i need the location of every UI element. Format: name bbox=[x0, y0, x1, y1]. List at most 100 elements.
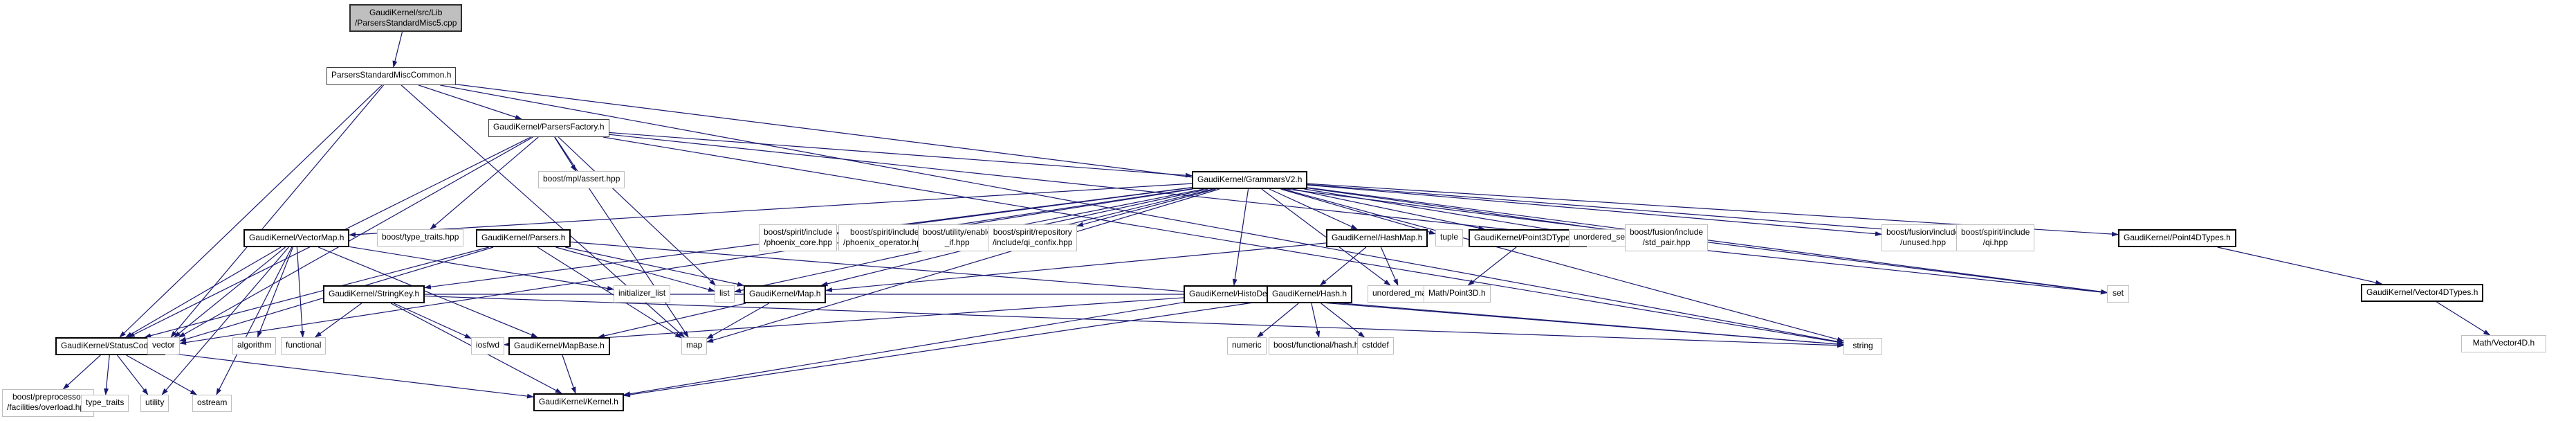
include-edge-src-to-misc_common bbox=[392, 31, 403, 68]
node-enable_if: boost/utility/enable _if.hpp bbox=[918, 224, 997, 251]
node-hashmap[interactable]: GaudiKernel/HashMap.h bbox=[1326, 229, 1428, 247]
include-edge-stringkey-to-string bbox=[424, 295, 1844, 348]
include-edge-parsers_factory-to-mpl_assert bbox=[554, 136, 577, 172]
node-unused: boost/fusion/include /unused.hpp bbox=[1882, 224, 1965, 251]
node-qi_confix: boost/spirit/repository /include/qi_conf… bbox=[988, 224, 1078, 251]
include-edge-grammars-to-map_std bbox=[706, 188, 1220, 343]
node-boost_hash: boost/functional/hash.hpp bbox=[1269, 337, 1373, 355]
include-edge-histodef-to-kernel bbox=[623, 302, 1184, 397]
node-functional: functional bbox=[281, 337, 326, 355]
node-cstddef: cstddef bbox=[1357, 337, 1394, 355]
node-histodef[interactable]: GaudiKernel/HistoDef.h bbox=[1184, 285, 1282, 303]
include-edge-point3dtypes-to-math_point3d bbox=[1467, 247, 1517, 286]
include-edge-grammars-to-qi_confix bbox=[1076, 188, 1216, 227]
include-edge-stringkey-to-functional bbox=[314, 303, 362, 338]
include-edge-grammars-to-qi_hpp bbox=[1307, 183, 1957, 237]
node-type_traits_hpp: boost/type_traits.hpp bbox=[377, 229, 464, 247]
node-vectormap[interactable]: GaudiKernel/VectorMap.h bbox=[243, 229, 350, 247]
node-kernel[interactable]: GaudiKernel/Kernel.h bbox=[533, 393, 624, 411]
include-edge-parsers_h-to-statuscode bbox=[144, 247, 489, 339]
include-edge-grammars-to-vectormap bbox=[349, 183, 1193, 238]
node-algorithm: algorithm bbox=[232, 337, 277, 355]
node-type_traits_std: type_traits bbox=[81, 395, 129, 412]
include-edge-grammars-to-unused bbox=[1307, 184, 1882, 237]
include-edge-grammars-to-vector bbox=[179, 188, 1193, 346]
include-edge-histodef-to-string bbox=[1281, 298, 1844, 347]
node-vector: vector bbox=[147, 337, 180, 355]
node-hash_h[interactable]: GaudiKernel/Hash.h bbox=[1267, 285, 1353, 303]
node-iosfwd: iosfwd bbox=[471, 337, 505, 355]
include-edge-point4dtypes-to-vector4dtypes bbox=[2217, 247, 2383, 285]
include-edge-grammars-to-std_pair bbox=[1307, 187, 1626, 234]
node-stringkey[interactable]: GaudiKernel/StringKey.h bbox=[323, 285, 425, 303]
include-edge-grammars-to-point3dtypes bbox=[1292, 188, 1486, 231]
include-edge-parsers_factory-to-map_std bbox=[554, 136, 689, 338]
include-edge-grammars-to-string bbox=[1282, 188, 1844, 342]
include-edge-statuscode-to-type_traits_std bbox=[104, 355, 110, 395]
include-edge-misc_common-to-statuscode bbox=[119, 84, 383, 338]
include-edge-vector4dtypes-to-math_vector4d bbox=[2436, 301, 2491, 336]
node-parsers_factory[interactable]: GaudiKernel/ParsersFactory.h bbox=[488, 119, 609, 137]
node-set: set bbox=[2107, 285, 2129, 303]
include-edge-vectormap-to-statuscode bbox=[125, 247, 282, 338]
include-edge-vectormap-to-algorithm bbox=[257, 247, 293, 338]
include-edge-grammars-to-tuple bbox=[1280, 188, 1436, 235]
include-edge-parsers_factory-to-set bbox=[609, 134, 2108, 295]
include-edge-vectormap-to-utility bbox=[161, 247, 289, 395]
node-phoenix_operator: boost/spirit/include /phoenix_operator.h… bbox=[838, 224, 931, 251]
node-unordered_set: unordered_set bbox=[1569, 229, 1632, 247]
node-qi_hpp: boost/spirit/include /qi.hpp bbox=[1956, 224, 2035, 251]
include-edge-vectormap-to-mapbase bbox=[318, 247, 538, 338]
include-edge-grammars-to-unordered_set bbox=[1304, 188, 1570, 234]
node-numeric: numeric bbox=[1227, 337, 1267, 355]
node-ostream: ostream bbox=[192, 395, 232, 412]
node-misc_common[interactable]: ParsersStandardMiscCommon.h bbox=[326, 67, 457, 85]
include-edge-stringkey-to-iosfwd bbox=[393, 303, 472, 339]
include-edge-hash_h-to-cstddef bbox=[1321, 303, 1365, 338]
node-mpl_assert: boost/mpl/assert.hpp bbox=[538, 171, 625, 188]
node-utility: utility bbox=[140, 395, 169, 412]
include-edge-misc_common-to-vector bbox=[170, 84, 384, 338]
include-edge-map_h-to-mapbase bbox=[598, 303, 746, 339]
include-edge-grammars-to-unordered_map bbox=[1261, 188, 1391, 286]
include-edge-parsers_factory-to-string bbox=[602, 136, 1844, 345]
include-edge-parsers_factory-to-list bbox=[558, 136, 716, 286]
node-vector4dtypes[interactable]: GaudiKernel/Vector4DTypes.h bbox=[2361, 284, 2484, 302]
include-edge-statuscode-to-utility bbox=[117, 355, 149, 395]
node-map_h[interactable]: GaudiKernel/Map.h bbox=[744, 285, 827, 303]
node-grammars[interactable]: GaudiKernel/GrammarsV2.h bbox=[1192, 171, 1308, 189]
node-statuscode[interactable]: GaudiKernel/StatusCode.h bbox=[55, 337, 165, 355]
include-edge-vectormap-to-functional bbox=[296, 247, 305, 338]
node-tuple: tuple bbox=[1435, 229, 1464, 247]
include-edge-statuscode-to-kernel bbox=[165, 352, 534, 399]
include-edge-hashmap-to-unordered_map bbox=[1380, 247, 1399, 286]
node-phoenix_core: boost/spirit/include /phoenix_core.hpp bbox=[759, 224, 838, 251]
include-edge-hash_h-to-boost_hash bbox=[1311, 303, 1321, 338]
include-edge-parsers_factory-to-vector bbox=[178, 136, 533, 338]
node-math_point3d: Math/Point3D.h bbox=[1424, 285, 1491, 303]
include-edge-parsers_h-to-list bbox=[555, 247, 715, 292]
include-edge-grammars-to-hashmap bbox=[1269, 188, 1358, 230]
node-map_std: map bbox=[681, 337, 708, 355]
include-edge-hash_h-to-numeric bbox=[1256, 303, 1299, 338]
node-point4dtypes[interactable]: GaudiKernel/Point4DTypes.h bbox=[2118, 229, 2236, 247]
include-edge-parsers_factory-to-grammars bbox=[609, 132, 1193, 178]
include-edge-map_h-to-map_std bbox=[706, 303, 769, 339]
include-edge-statuscode-to-ostream bbox=[126, 355, 198, 395]
include-edge-parsers_h-to-map_h bbox=[565, 247, 744, 287]
include-edge-vectormap-to-initializer_list bbox=[349, 246, 614, 291]
include-edge-misc_common-to-string bbox=[440, 84, 1844, 344]
node-std_pair: boost/fusion/include /std_pair.hpp bbox=[1625, 224, 1709, 251]
include-edge-statuscode-to-overload bbox=[62, 355, 101, 390]
node-mapbase[interactable]: GaudiKernel/MapBase.h bbox=[508, 337, 610, 355]
node-parsers_h[interactable]: GaudiKernel/Parsers.h bbox=[476, 229, 571, 247]
include-edge-vectormap-to-ostream bbox=[216, 247, 293, 395]
include-edge-grammars-to-histodef bbox=[1232, 188, 1249, 286]
node-overload: boost/preprocessor /facilities/overload.… bbox=[2, 389, 94, 417]
node-initializer_list: initializer_list bbox=[614, 285, 671, 303]
include-edge-misc_common-to-parsers_factory bbox=[418, 84, 522, 120]
include-edge-parsers_factory-to-type_traits_hpp bbox=[430, 136, 539, 230]
node-string: string bbox=[1843, 338, 1882, 355]
